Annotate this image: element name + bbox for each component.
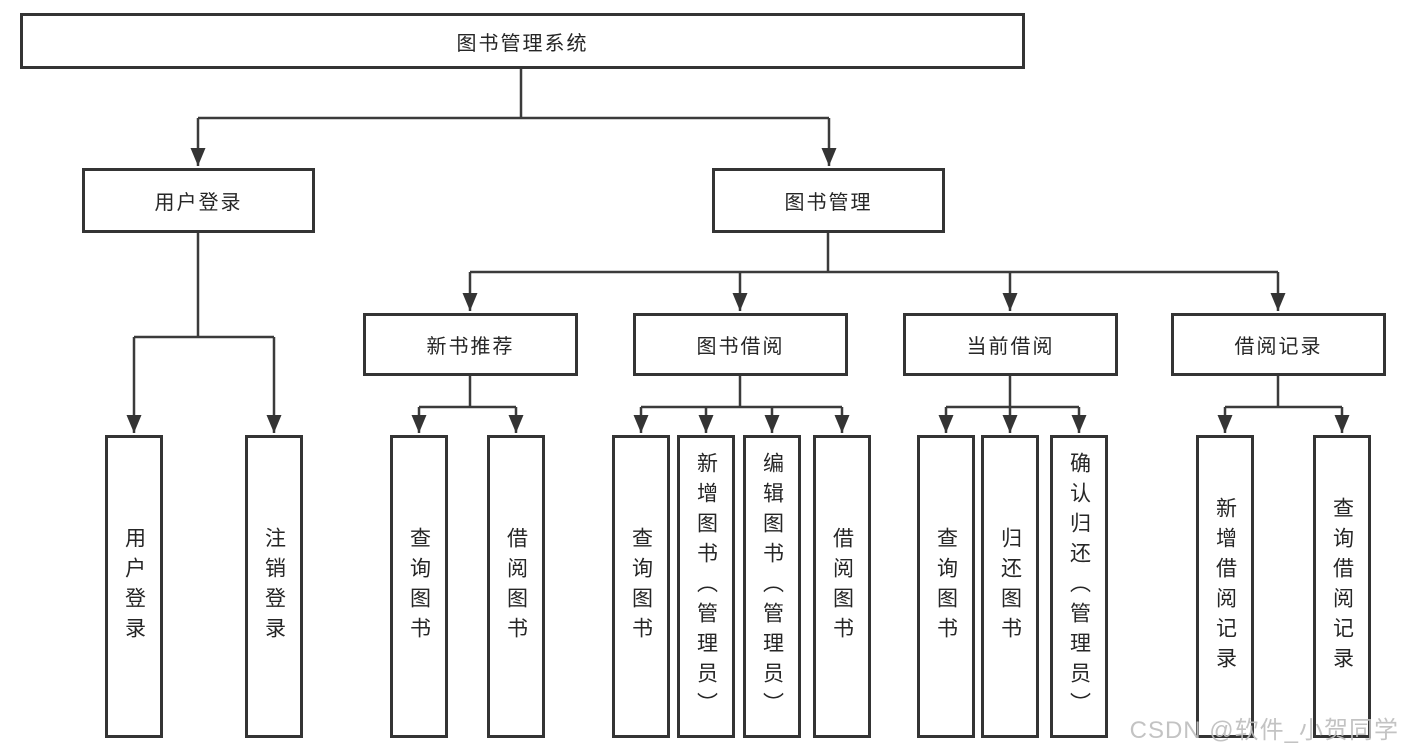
leaf-label: 查询图书 (407, 526, 431, 647)
node-current-borrowing: 当前借阅 (903, 313, 1118, 376)
node-label: 当前借阅 (966, 336, 1055, 358)
leaf-add-borrow-record: 新增借阅记录 (1196, 435, 1254, 738)
leaf-label: 借阅图书 (830, 526, 854, 647)
leaf-confirm-return-admin: 确认归还（管理员） (1050, 435, 1108, 738)
leaf-label: 新增借阅记录 (1213, 496, 1237, 677)
node-book-borrowing: 图书借阅 (633, 313, 848, 376)
node-library-management-system: 图书管理系统 (20, 13, 1025, 69)
leaf-query-books-recommend: 查询图书 (390, 435, 448, 738)
node-label: 图书借阅 (696, 336, 785, 358)
leaf-label: 查询借阅记录 (1330, 496, 1354, 677)
csdn-watermark: CSDN @软件_小贺同学 (1129, 717, 1399, 744)
leaf-label: 归还图书 (998, 526, 1022, 647)
leaf-edit-books-admin: 编辑图书（管理员） (743, 435, 801, 738)
node-label: 借阅记录 (1234, 336, 1323, 358)
leaf-query-borrow-record: 查询借阅记录 (1313, 435, 1371, 738)
node-label: 用户登录 (154, 192, 243, 214)
leaf-label: 用户登录 (122, 526, 146, 647)
node-label: 图书管理 (784, 192, 873, 214)
leaf-user-login: 用户登录 (105, 435, 163, 738)
leaf-logout: 注销登录 (245, 435, 303, 738)
leaf-query-books-borrowing: 查询图书 (612, 435, 670, 738)
leaf-borrow-books: 借阅图书 (813, 435, 871, 738)
node-user-login-branch: 用户登录 (82, 168, 315, 233)
leaf-label: 新增图书（管理员） (694, 451, 718, 722)
leaf-label: 查询图书 (629, 526, 653, 647)
leaf-borrow-books-recommend: 借阅图书 (487, 435, 545, 738)
node-borrowing-records: 借阅记录 (1171, 313, 1386, 376)
leaf-label: 注销登录 (262, 526, 286, 647)
leaf-label: 查询图书 (934, 526, 958, 647)
leaf-return-books: 归还图书 (981, 435, 1039, 738)
leaf-label: 编辑图书（管理员） (760, 451, 784, 722)
node-book-management-branch: 图书管理 (712, 168, 945, 233)
leaf-add-books-admin: 新增图书（管理员） (677, 435, 735, 738)
node-label: 图书管理系统 (456, 32, 589, 55)
node-label: 新书推荐 (426, 336, 515, 358)
node-new-book-recommendation: 新书推荐 (363, 313, 578, 376)
leaf-label: 确认归还（管理员） (1067, 451, 1091, 722)
leaf-label: 借阅图书 (504, 526, 528, 647)
leaf-query-books-current: 查询图书 (917, 435, 975, 738)
